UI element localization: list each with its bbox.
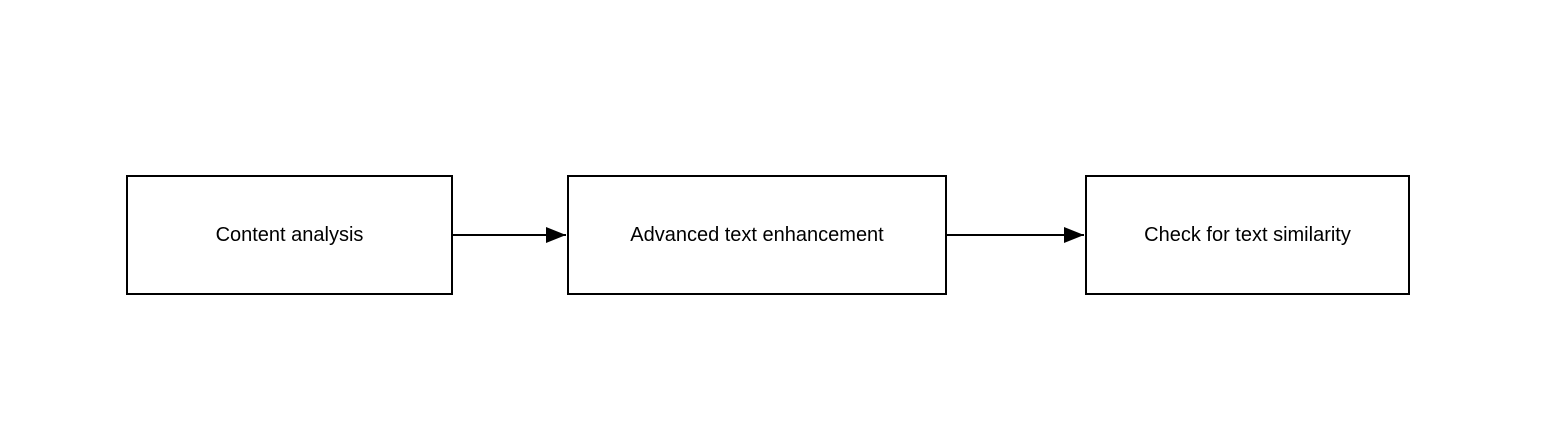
flow-node-check-for-text-similarity[interactable]: Check for text similarity	[1085, 175, 1410, 295]
node-label: Content analysis	[215, 224, 364, 246]
node-label: Advanced text enhancement	[630, 224, 884, 246]
flow-node-advanced-text-enhancement[interactable]: Advanced text enhancement	[567, 175, 947, 295]
flow-node-content-analysis[interactable]: Content analysis	[126, 175, 453, 295]
node-label: Check for text similarity	[1144, 224, 1351, 246]
